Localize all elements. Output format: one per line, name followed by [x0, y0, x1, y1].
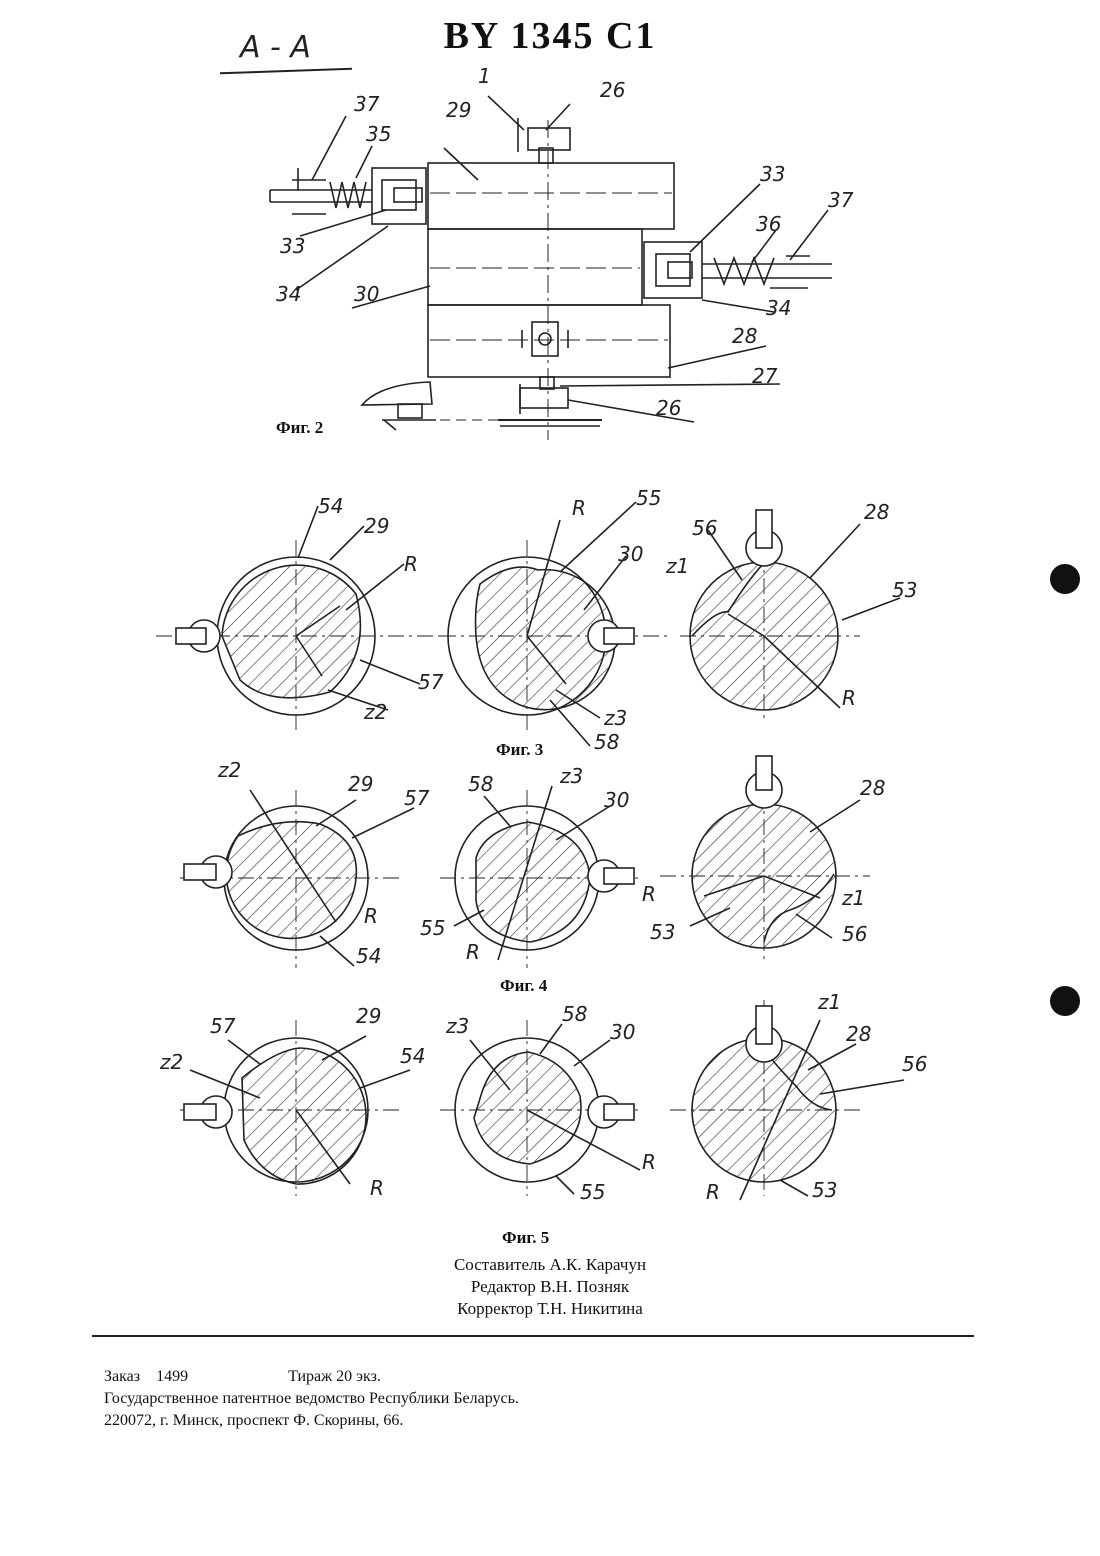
fig3-middle-label: R	[572, 496, 586, 520]
fig3-middle-label: 55	[636, 486, 661, 510]
fig2-label: 35	[366, 122, 391, 146]
fig2-label: 34	[276, 282, 301, 306]
fig4-left-disc	[180, 790, 414, 968]
fig4-left-label: 29	[348, 772, 373, 796]
fig3-middle-label: 58	[594, 730, 619, 754]
fig2-block-30	[428, 229, 642, 305]
editor-line: Редактор В.Н. Позняк	[0, 1276, 1100, 1298]
fig3-left-label: 29	[364, 514, 389, 538]
fig4-middle-label: 30	[604, 788, 629, 812]
fig5-right-label: z1	[818, 990, 841, 1014]
fig3-right-label: 56	[692, 516, 717, 540]
fig2-label: 30	[354, 282, 379, 306]
fig2-label: 1	[478, 64, 491, 88]
fig5-left-disc	[180, 1020, 410, 1196]
fig5-right-label: 28	[846, 1022, 871, 1046]
fig5-right-label: R	[706, 1180, 720, 1204]
fig3-left-disc	[156, 506, 440, 730]
fig2-caption: Фиг. 2	[276, 418, 323, 438]
fig3-left-label: 54	[318, 494, 343, 518]
fig2-label: 36	[756, 212, 781, 236]
fig5-left-label: 29	[356, 1004, 381, 1028]
fig4-right-label: 53	[650, 920, 675, 944]
fig3-right-label: 53	[892, 578, 917, 602]
fig3-left-label: R	[404, 552, 418, 576]
imprint-block: Заказ 1499 Тираж 20 экз. Государственное п…	[104, 1366, 519, 1432]
order-row: Заказ 1499 Тираж 20 экз.	[104, 1366, 519, 1388]
fig2-label: 28	[732, 324, 757, 348]
print-run: Тираж 20 экз.	[288, 1368, 381, 1385]
fig3-middle-disc	[440, 502, 670, 746]
credits-block: Составитель А.К. Карачун Редактор В.Н. П…	[0, 1254, 1100, 1320]
fig5-middle-disc	[440, 1020, 640, 1196]
fig5-middle-label: 30	[610, 1020, 635, 1044]
fig3-right-label: z1	[666, 554, 689, 578]
fig3-right-disc	[680, 510, 900, 720]
fig2-label: 37	[354, 92, 379, 116]
fig5-middle-label: R	[642, 1150, 656, 1174]
fig5-caption: Фиг. 5	[502, 1228, 549, 1248]
fig5-left-label: z2	[160, 1050, 183, 1074]
punch-hole	[1050, 986, 1080, 1016]
corrector-line: Корректор Т.Н. Никитина	[0, 1298, 1100, 1320]
order-number: 1499	[156, 1368, 188, 1385]
fig4-caption: Фиг. 4	[500, 976, 547, 996]
fig5-middle-label: 55	[580, 1180, 605, 1204]
punch-hole	[1050, 564, 1080, 594]
fig5-right-label: 56	[902, 1052, 927, 1076]
fig4-left-label: z2	[218, 758, 241, 782]
fig4-middle-label: 58	[468, 772, 493, 796]
fig2-label: 27	[752, 364, 777, 388]
order-label: Заказ	[104, 1368, 140, 1385]
fig3-left-label: z2	[364, 700, 387, 724]
fig4-right-label: 56	[842, 922, 867, 946]
fig2-label: 34	[766, 296, 791, 320]
fig5-left-label: 57	[210, 1014, 235, 1038]
fig4-right-label: R	[642, 882, 656, 906]
fig3-caption: Фиг. 3	[496, 740, 543, 760]
fig2-label: 29	[446, 98, 471, 122]
fig2-block-29	[428, 163, 674, 229]
fig4-middle-label: z3	[560, 764, 583, 788]
fig4-left-label: 54	[356, 944, 381, 968]
fig4-left-label: 57	[404, 786, 429, 810]
fig3-left-label: 57	[418, 670, 443, 694]
fig5-left-label: R	[370, 1176, 384, 1200]
fig2-block-28	[428, 305, 670, 377]
compiler-line: Составитель А.К. Карачун	[0, 1254, 1100, 1276]
fig3-right-label: R	[842, 686, 856, 710]
address-line: 220072, г. Минск, проспект Ф. Скорины, 6…	[104, 1410, 519, 1432]
fig3-middle-label: z3	[604, 706, 627, 730]
fig2-label: 26	[600, 78, 625, 102]
fig4-middle-label: 55	[420, 916, 445, 940]
fig4-right-disc	[660, 756, 870, 960]
fig5-right-label: 53	[812, 1178, 837, 1202]
fig3-right-label: 28	[864, 500, 889, 524]
fig5-left-label: 54	[400, 1044, 425, 1068]
fig2-label: 26	[656, 396, 681, 420]
fig4-middle-label: R	[466, 940, 480, 964]
fig4-left-label: R	[364, 904, 378, 928]
fig5-middle-label: z3	[446, 1014, 469, 1038]
fig2-label: 33	[760, 162, 785, 186]
fig2-label: 37	[828, 188, 853, 212]
fig5-middle-label: 58	[562, 1002, 587, 1026]
office-line: Государственное патентное ведомство Респ…	[104, 1388, 519, 1410]
footer-divider	[92, 1335, 974, 1337]
fig2-assembly	[270, 96, 832, 440]
fig3-middle-label: 30	[618, 542, 643, 566]
fig4-right-label: z1	[842, 886, 865, 910]
fig2-label: 33	[280, 234, 305, 258]
fig4-right-label: 28	[860, 776, 885, 800]
